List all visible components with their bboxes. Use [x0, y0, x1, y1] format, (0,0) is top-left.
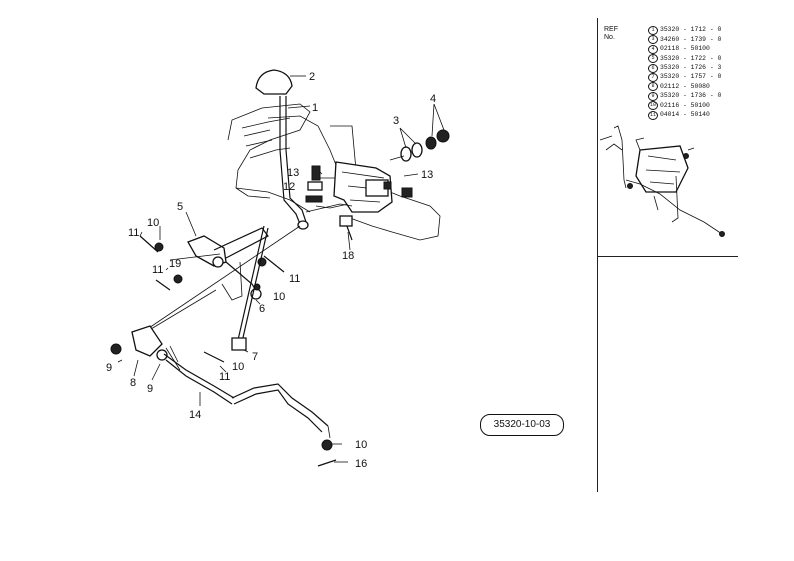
- inset-diagram: [599, 125, 725, 237]
- reference-number: 1: [648, 26, 658, 35]
- reference-part-code: 34260 - 1739 - 0: [660, 35, 722, 43]
- panel-divider-vertical: [597, 18, 598, 492]
- callout-10d: 10: [355, 439, 367, 451]
- callout-labels: 1 2 3 4 5 6 7 8 9 9 10 10 10 10 11 11 11…: [106, 71, 436, 470]
- reference-part-code: 04014 - 50140: [660, 110, 710, 118]
- callout-3: 3: [393, 115, 399, 127]
- lower-linkage: [110, 225, 337, 467]
- callout-9b: 9: [147, 383, 153, 395]
- reference-part-code: 35320 - 1736 - 0: [660, 92, 722, 100]
- callout-11b: 11: [152, 264, 163, 276]
- shift-lever: [255, 69, 309, 230]
- callout-14: 14: [189, 409, 201, 421]
- reference-table-heading: REF No.: [604, 26, 618, 42]
- callout-10b: 10: [273, 291, 285, 303]
- callout-8: 8: [130, 377, 136, 389]
- reference-number: 5: [648, 54, 658, 64]
- reference-number: 6: [648, 63, 658, 73]
- reference-number: 9: [648, 91, 658, 101]
- reference-part-code: 02118 - 50100: [660, 45, 710, 53]
- callout-13a: 13: [287, 167, 299, 179]
- diagram-id-label: 35320-10-03: [480, 414, 564, 436]
- chassis-outline: [227, 103, 441, 241]
- callout-7: 7: [252, 351, 258, 363]
- reference-number: 10: [648, 101, 658, 111]
- callout-11d: 11: [219, 371, 230, 383]
- leader-lines: [117, 75, 445, 463]
- callout-2: 2: [309, 71, 315, 83]
- panel-divider-horizontal: [597, 256, 738, 257]
- cotter-pins: [139, 235, 285, 363]
- callout-4: 4: [430, 93, 436, 105]
- callout-13b: 13: [421, 169, 433, 181]
- reference-part-code: 35320 - 1722 - 0: [660, 54, 722, 62]
- callout-1: 1: [312, 102, 318, 114]
- callout-9a: 9: [106, 362, 112, 374]
- reference-number: 8: [648, 82, 658, 92]
- callout-5: 5: [177, 201, 183, 213]
- reference-number: 7: [648, 72, 658, 82]
- reference-part-code: 02116 - 50100: [660, 101, 710, 109]
- callout-12: 12: [283, 181, 295, 193]
- callout-10a: 10: [147, 217, 159, 229]
- reference-part-code: 02112 - 50080: [660, 82, 710, 90]
- reference-number: 4: [648, 44, 658, 54]
- callout-18: 18: [342, 250, 354, 262]
- reference-number: 11: [648, 110, 658, 120]
- reference-part-code: 35320 - 1757 - 0: [660, 73, 722, 81]
- reference-part-code: 35320 - 1712 - 0: [660, 26, 722, 34]
- callout-6: 6: [259, 303, 265, 315]
- callout-16: 16: [355, 458, 367, 470]
- bracket-assembly: [305, 129, 450, 241]
- callout-10c: 10: [232, 361, 244, 373]
- connecting-rod: [231, 225, 269, 351]
- reference-part-code: 35320 - 1726 - 3: [660, 63, 722, 71]
- callout-19: 19: [169, 258, 181, 270]
- callout-11a: 11: [128, 227, 139, 239]
- callout-11c: 11: [289, 273, 300, 285]
- reference-number: 3: [648, 35, 658, 45]
